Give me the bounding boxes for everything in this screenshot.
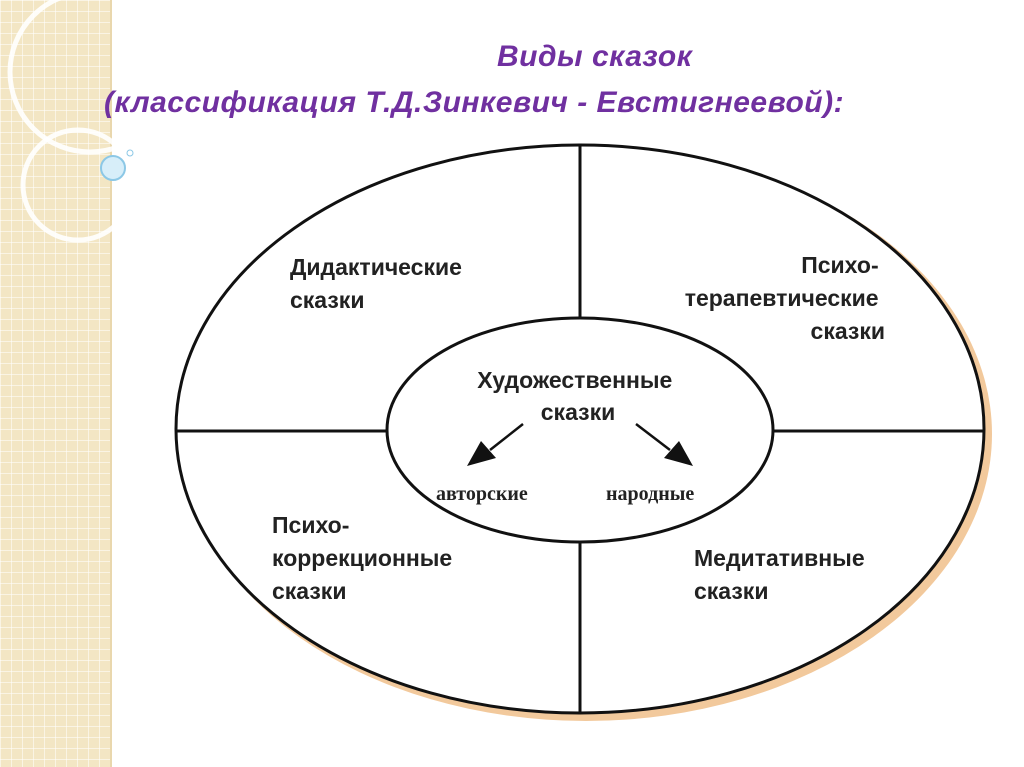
quadrant-psychocorrectional-line-3: сказки <box>272 578 346 604</box>
quadrant-didactic-label: Дидактические сказки <box>290 254 468 313</box>
inner-ellipse <box>385 316 775 544</box>
quadrant-psychotherapeutic-line-1: Психо- <box>801 252 878 278</box>
branch-author-tales: авторские <box>436 483 528 505</box>
quadrant-psychotherapeutic-label: Психо- терапевтические сказки <box>685 252 885 344</box>
quadrant-psychocorrectional-line-1: Психо- <box>272 512 349 538</box>
arrow-right-shaft <box>635 423 671 451</box>
quadrant-psychotherapeutic-line-3: сказки <box>811 318 885 344</box>
center-artistic-line-2: сказки <box>541 399 615 425</box>
center-artistic-line-1: Художественные <box>477 367 672 393</box>
quadrant-psychotherapeutic-line-2: терапевтические <box>685 285 879 311</box>
quadrant-meditative-label: Медитативные сказки <box>694 545 871 604</box>
quadrant-meditative-line-2: сказки <box>694 578 768 604</box>
center-artistic-label: Художественные сказки <box>477 367 678 425</box>
arrow-right-head <box>664 441 693 466</box>
deco-ring-large <box>7 0 173 155</box>
branch-folk-tales: народные <box>606 483 694 505</box>
decorative-circles <box>7 0 173 243</box>
quadrant-psychocorrectional-line-2: коррекционные <box>272 545 452 571</box>
quadrant-meditative-line-1: Медитативные <box>694 545 865 571</box>
arrow-left-head <box>467 441 496 466</box>
slide-title: Виды сказок <box>497 40 693 73</box>
quadrant-psychocorrectional-label: Психо- коррекционные сказки <box>272 512 459 604</box>
deco-bubble-small <box>126 149 134 157</box>
deco-ring-small <box>20 127 136 243</box>
side-strip-edge <box>110 0 112 767</box>
decorative-side-strip <box>0 0 110 767</box>
slide-subtitle: (классификация Т.Д.Зинкевич - Евстигнеев… <box>104 86 845 119</box>
deco-bubble <box>100 155 126 181</box>
quadrant-didactic-line-2: сказки <box>290 287 364 313</box>
arrow-left-shaft <box>489 423 524 451</box>
quadrant-didactic-line-1: Дидактические <box>290 254 462 280</box>
